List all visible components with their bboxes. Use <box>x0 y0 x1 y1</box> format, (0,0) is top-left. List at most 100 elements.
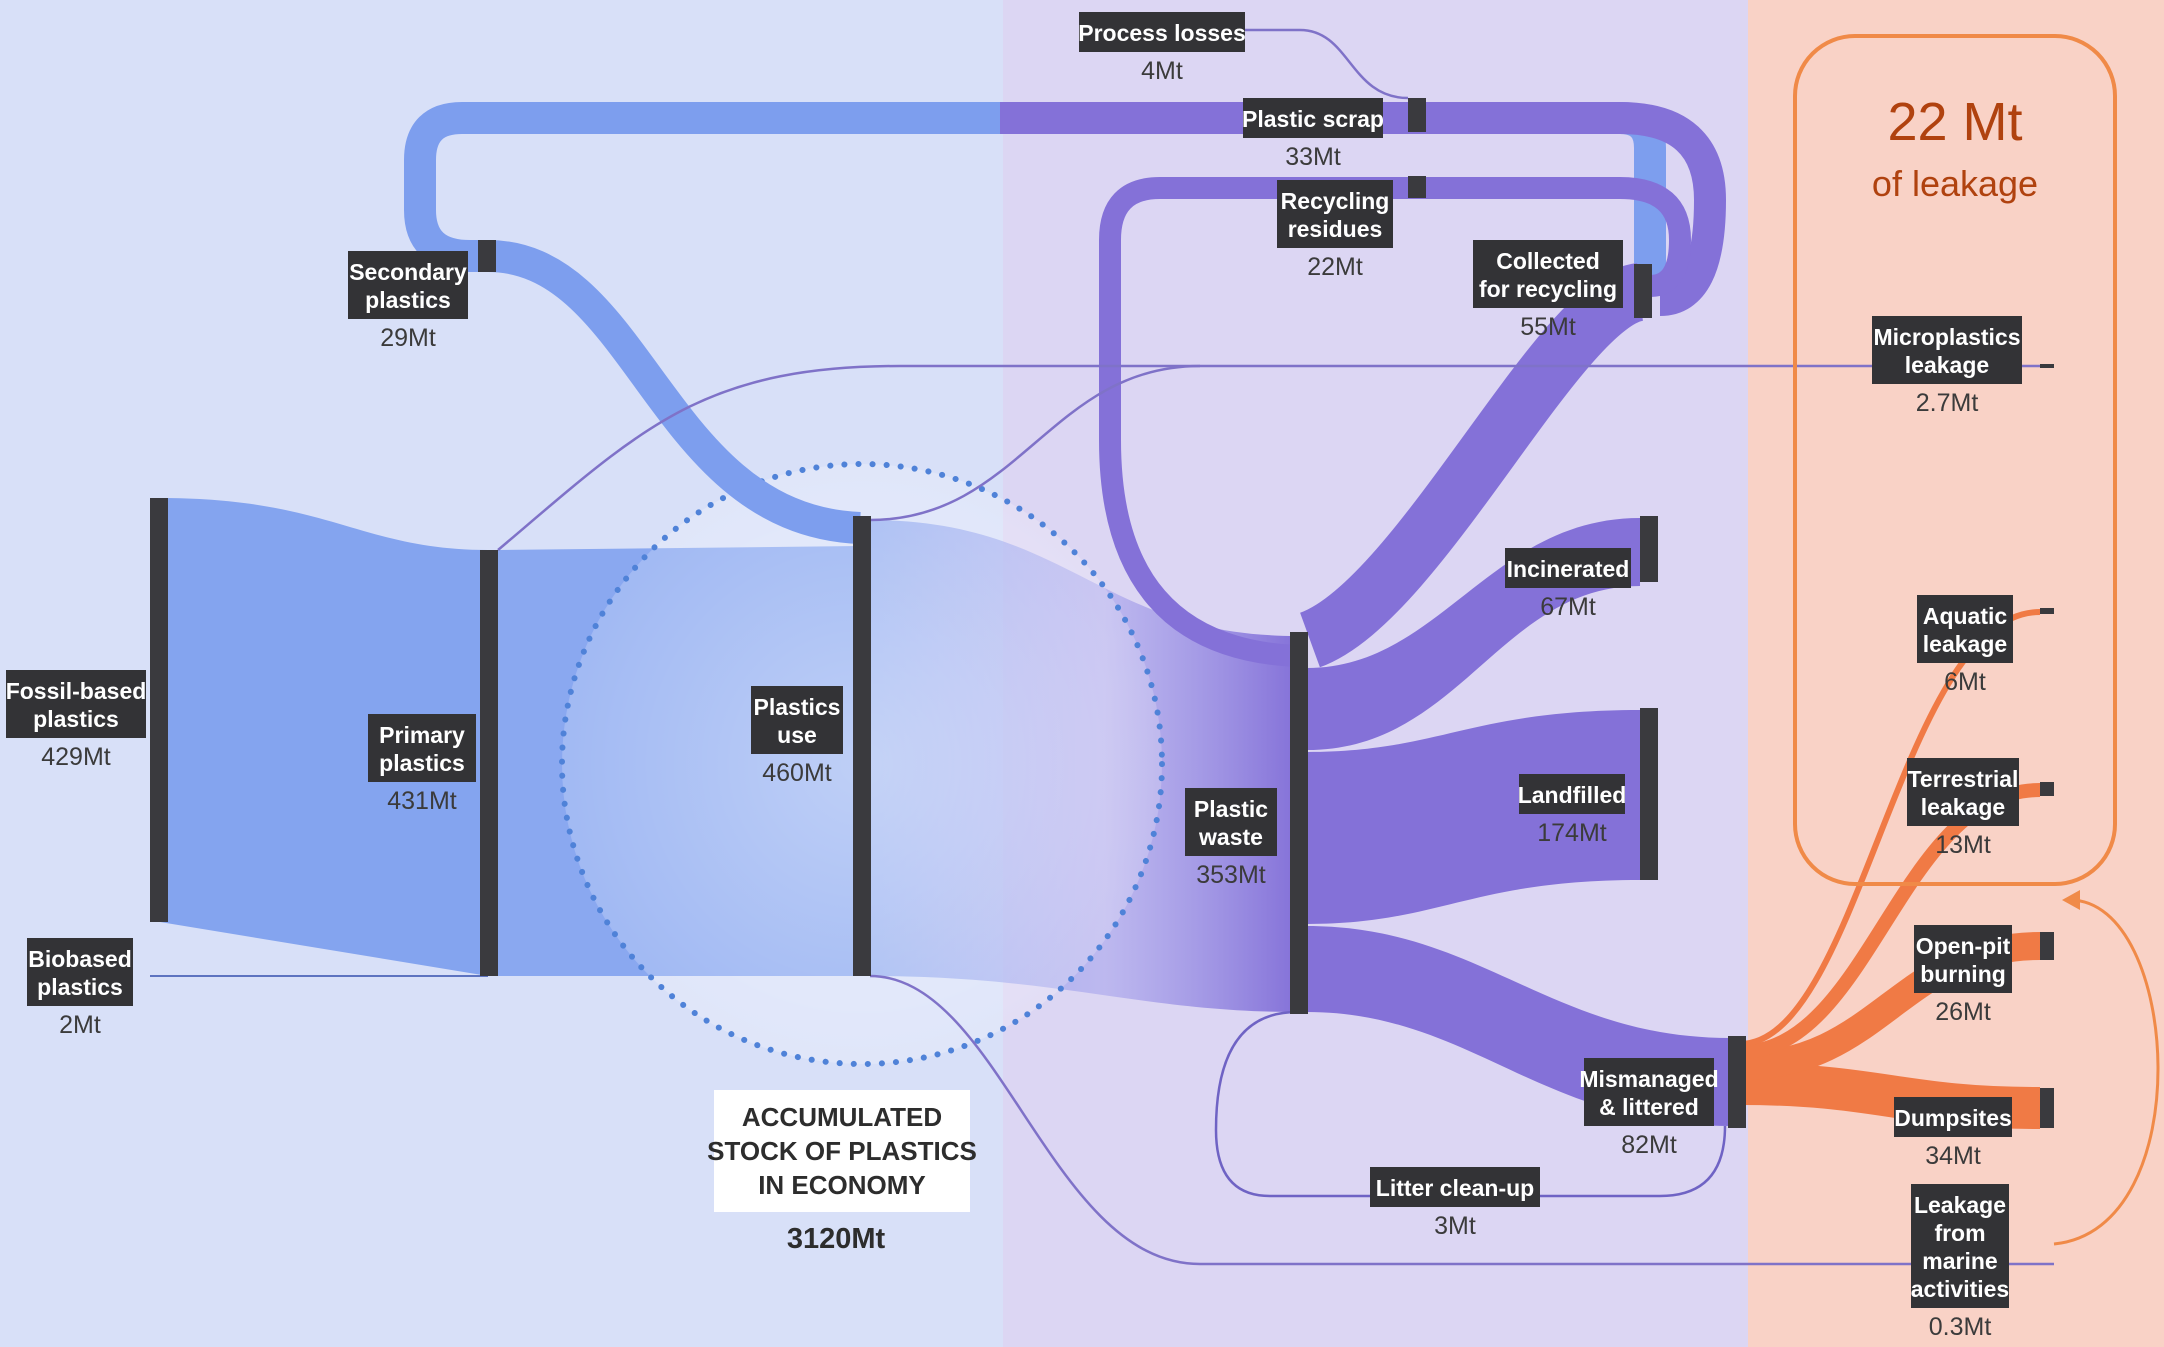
node-label-box <box>1894 1097 2012 1137</box>
node-bar-residues <box>1408 176 1426 198</box>
node-value-incinerated: 67Mt <box>1540 593 1596 621</box>
node-value-dumpsites: 34Mt <box>1925 1142 1981 1170</box>
node-label-line: Primary <box>379 722 465 748</box>
flow-use-microplastics <box>869 364 1201 522</box>
node-label-line: Aquatic <box>1923 603 2008 629</box>
stock-label-line: STOCK OF PLASTICS <box>707 1136 977 1166</box>
node-value-openpit: 26Mt <box>1935 998 1991 1026</box>
leakage-box <box>1793 34 2117 886</box>
node-label-line: Dumpsites <box>1894 1105 2012 1131</box>
node-value-bio: 2Mt <box>59 1011 101 1039</box>
node-label-box <box>1872 316 2022 384</box>
node-bar-aquatic <box>2040 608 2054 614</box>
node-label-line: Microplastics <box>1874 324 2021 350</box>
node-label-line: use <box>777 722 817 748</box>
node-value-use: 460Mt <box>762 759 832 787</box>
stock-label-panel <box>714 1090 970 1212</box>
node-label-line: Collected <box>1496 248 1600 274</box>
node-label-line: burning <box>1920 961 2006 987</box>
node-bar-scrap <box>1408 98 1426 132</box>
node-value-collected: 55Mt <box>1520 313 1576 341</box>
node-label-line: Open-pit <box>1916 933 2011 959</box>
flow-fossil-to-primary <box>160 498 488 976</box>
node-bar-use <box>853 516 871 976</box>
node-label-box <box>1473 240 1623 308</box>
leakage-arrow <box>2053 898 2160 1246</box>
node-label-box <box>1911 1184 2009 1308</box>
node-bar-openpit <box>2040 932 2054 960</box>
node-label-box <box>1243 98 1383 138</box>
node-label-line: Incinerated <box>1507 556 1630 582</box>
node-value-process_losses: 4Mt <box>1141 57 1183 85</box>
node-value-fossil: 429Mt <box>41 743 111 771</box>
node-value-scrap: 33Mt <box>1285 143 1341 171</box>
node-bar-primary <box>480 550 498 976</box>
node-label-line: waste <box>1198 824 1263 850</box>
node-label-line: from <box>1934 1220 1985 1246</box>
node-label-line: Plastic scrap <box>1242 106 1384 132</box>
flow-waste-to-collected <box>1298 263 1647 668</box>
flow-process-losses <box>1245 28 1409 100</box>
stock-value: 3120Mt <box>787 1223 886 1255</box>
node-label-line: Secondary <box>349 259 467 285</box>
node-value-residues: 22Mt <box>1307 253 1363 281</box>
node-bar-micro <box>2040 364 2054 368</box>
node-label-line: Mismanaged <box>1579 1066 1718 1092</box>
leakage-total-value: 22 Mt <box>1887 92 2022 152</box>
node-label-line: plastics <box>37 974 123 1000</box>
node-bar-landfilled <box>1640 708 1658 880</box>
flow-recycling-residues <box>1099 177 1692 667</box>
node-label-box <box>1519 774 1625 814</box>
node-label-line: marine <box>1922 1248 1997 1274</box>
flow-litter-cleanup <box>1214 1010 1727 1198</box>
node-label-box <box>1185 788 1277 856</box>
node-value-cleanup: 3Mt <box>1434 1212 1476 1240</box>
node-label-box <box>1505 548 1631 588</box>
stock-label-line: ACCUMULATED <box>742 1102 942 1132</box>
node-value-micro: 2.7Mt <box>1916 389 1979 417</box>
flow-marine-activities <box>869 974 2054 1266</box>
node-bar-waste <box>1290 632 1308 1014</box>
node-label-incinerated: Incinerated 67Mt <box>1505 548 1631 621</box>
node-label-line: Plastics <box>754 694 841 720</box>
node-value-waste: 353Mt <box>1196 861 1266 889</box>
flow-scrap-purple <box>1000 102 1727 316</box>
node-label-line: Fossil-based <box>6 678 147 704</box>
node-label-line: leakage <box>1923 631 2007 657</box>
node-label-line: plastics <box>379 750 465 776</box>
node-label-box <box>1584 1058 1714 1126</box>
node-label-box <box>6 670 146 738</box>
node-bar-mismanaged <box>1728 1036 1746 1128</box>
leakage-arrow-head <box>2062 890 2080 910</box>
node-value-primary: 431Mt <box>387 787 457 815</box>
stock-label-line: IN ECONOMY <box>758 1170 926 1200</box>
node-label-process_losses: Process losses 4Mt <box>1078 12 1246 85</box>
flow-waste-to-landfilled <box>1307 710 1640 924</box>
node-label-box <box>1277 180 1393 248</box>
node-value-marine: 0.3Mt <box>1929 1313 1992 1341</box>
node-label-dumpsites: Dumpsites 34Mt <box>1894 1097 2012 1170</box>
node-label-line: plastics <box>33 706 119 732</box>
node-value-terrestrial: 13Mt <box>1935 831 1991 859</box>
node-label-box <box>368 714 476 782</box>
node-bar-dumpsites <box>2040 1088 2054 1128</box>
node-bar-terrestrial <box>2040 782 2054 796</box>
node-label-box <box>751 686 843 754</box>
node-label-line: Landfilled <box>1518 782 1627 808</box>
node-label-line: Recycling <box>1281 188 1390 214</box>
node-label-line: Process losses <box>1078 20 1246 46</box>
node-label-line: plastics <box>365 287 451 313</box>
